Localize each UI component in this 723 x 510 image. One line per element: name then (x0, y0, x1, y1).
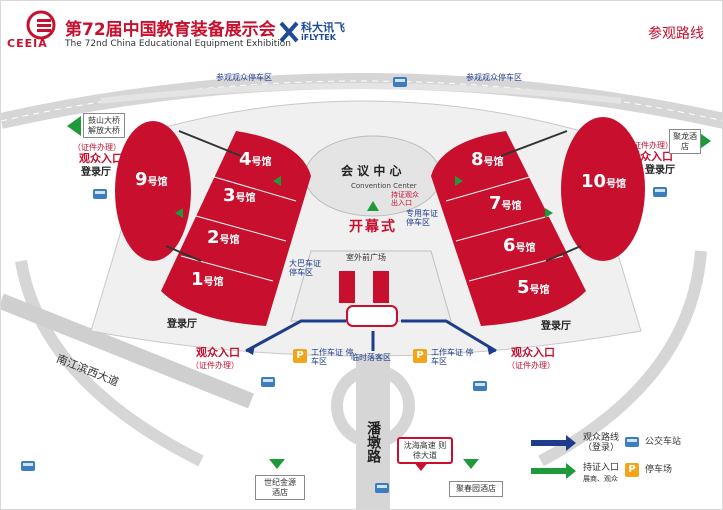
parking-top-label: 参观观众停车区 (216, 73, 272, 82)
cert-processing-left-bottom: （证件办理） (191, 361, 239, 370)
bus-stop-icon (261, 377, 275, 387)
legend-cert-entry: 持证入口 (583, 463, 620, 473)
hall-9-shape (115, 121, 191, 261)
partner-logo: 科大讯飞 iFLYTEK (279, 17, 349, 47)
visitor-route-line (245, 319, 346, 353)
hall-6-label: 6号馆 (503, 235, 536, 256)
exhibition-title-en: The 72nd China Educational Equipment Exh… (65, 39, 291, 49)
parking-icon: P (413, 349, 427, 363)
ceeia-logo-icon (26, 10, 56, 40)
visitor-entrance-left-bottom: 观众入口 (196, 346, 240, 359)
bus-stop-icon (393, 77, 407, 87)
registration-hall-right-bottom: 登录厅 (541, 321, 571, 332)
road-right-curve (538, 250, 707, 467)
registration-hall-right-top: 登录厅 (645, 165, 675, 176)
hall-3-label: 3号馆 (223, 185, 256, 206)
parking-icon: P (293, 349, 307, 363)
visitor-entrance-left-top: 观众入口 (79, 152, 123, 165)
left-sign-arrow (67, 116, 81, 136)
convention-center-name-en: Convention Center (351, 182, 417, 190)
bus-stop-icon (93, 189, 107, 199)
cert-processing-right-top: （证件办理） (625, 141, 673, 150)
registration-hall-left-top: 登录厅 (81, 167, 111, 178)
cert-processing-left-top: （证件办理） (73, 143, 121, 152)
road-nanjiang (1, 293, 254, 409)
exhibition-title: 第72届中国教育装备展示会 (65, 20, 276, 40)
hall-wing-right (431, 131, 586, 326)
bus-stop-icon (473, 381, 487, 391)
cert-entrance-label: 持证观众 出入口 (391, 191, 419, 208)
bus-stop-icon (21, 461, 35, 471)
header: CEEIA 第72届中国教育装备展示会 The 72nd China Educa… (1, 1, 722, 57)
hall-8-label: 8号馆 (471, 149, 504, 170)
bus-stop-icon (375, 483, 389, 493)
road-inner-arc (100, 83, 622, 104)
opening-label: 开幕式 (349, 219, 397, 235)
hall-10-label: 10号馆 (581, 171, 627, 192)
bus-stop-icon (653, 187, 667, 197)
square-label: 室外前广场 (346, 253, 386, 262)
route-title: 参观路线 (648, 26, 704, 42)
convention-center-name: 会 议 中 心 (341, 164, 402, 178)
hall-4-label: 4号馆 (239, 149, 272, 170)
parking-top-label: 参观观众停车区 (466, 73, 522, 82)
sign-bottom-right: 聚春园酒店 (449, 481, 503, 497)
hall-wing-left (161, 131, 311, 326)
work-parking-left: 工作车证 停车区 (311, 348, 354, 367)
cert-processing-right-bottom: （证件办理） (507, 361, 555, 370)
legend-bus-icon (625, 437, 639, 447)
hall-2-label: 2号馆 (207, 227, 240, 248)
forecourt (290, 250, 452, 322)
roundabout (331, 364, 415, 448)
hall-10-shape (561, 117, 645, 261)
legend-visitor-route: 观众路线 （登录） (583, 433, 620, 454)
pandun-road-label: 潘墩路 (365, 421, 382, 463)
hall-7-label: 7号馆 (489, 193, 522, 214)
sign-right-top: 聚龙酒店 (669, 129, 701, 155)
sign-left-top: 鼓山大桥 解放大桥 (83, 113, 125, 139)
logo-text: CEEIA (7, 37, 48, 50)
hall-1-label: 1号馆 (191, 269, 224, 290)
hall-9-label: 9号馆 (135, 169, 168, 190)
legend-parking-icon: P (625, 463, 639, 477)
bottom-left-arrow (269, 459, 285, 469)
iflytek-logo-icon (279, 21, 299, 43)
legend-bus-stop: 公交车站 (645, 437, 682, 447)
road-left-curve (15, 260, 204, 467)
bottom-right-arrow (463, 459, 479, 469)
visitor-entrance-right-bottom: 观众入口 (511, 346, 555, 359)
legend-parking: 停车场 (645, 465, 673, 475)
partner-name-cn: 科大讯飞 (301, 21, 345, 34)
bus-parking-label: 大巴车证 停车区 (289, 259, 321, 278)
hall-5-label: 5号馆 (517, 277, 550, 298)
temp-drop-label: 临时落客区 (351, 353, 391, 362)
visitor-entrance-right-top: 观众入口 (629, 150, 673, 163)
cert-arrow (175, 208, 183, 218)
legend-cert-entry-sub: 展商、观众 (583, 475, 618, 483)
dedicated-parking-label: 专用车证 停车区 (406, 209, 438, 228)
work-parking-right: 工作车证 停车区 (431, 348, 474, 367)
partner-name-en: iFLYTEK (301, 33, 336, 42)
sign-bottom-left: 世纪金源 酒店 (255, 475, 305, 501)
sign-bottom-center: 沈海高速 则徐大道 (397, 437, 453, 465)
registration-hall-left-bottom: 登录厅 (167, 319, 197, 330)
